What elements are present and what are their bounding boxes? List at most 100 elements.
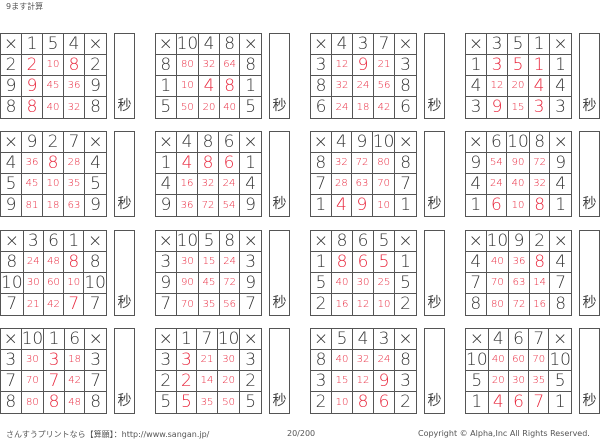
left-number: 8 (395, 350, 416, 371)
answer-cell: 14 (197, 371, 218, 392)
answer-cell: 30 (23, 273, 44, 294)
left-number: 8 (240, 55, 261, 76)
answer-cell: 10 (332, 392, 353, 413)
answer-cell: 2 (22, 55, 43, 76)
left-number: 3 (466, 97, 487, 118)
top-number: 6 (508, 329, 530, 350)
footer-site: さんすうプリントなら【算願】：http://www.sangan.jp/ (6, 430, 210, 439)
seconds-box: 秒 (424, 131, 445, 217)
answer-cell: 18 (64, 350, 86, 371)
top-number: 4 (488, 329, 509, 350)
answer-cell: 63 (64, 195, 85, 216)
worksheet-title: 9ます計算 (6, 2, 44, 11)
times-symbol: × (311, 329, 332, 350)
top-number: 6 (353, 231, 374, 252)
top-number: 1 (64, 231, 85, 252)
top-number: 1 (22, 34, 43, 55)
left-number: 1 (156, 76, 177, 97)
left-number: 9 (90, 195, 101, 215)
left-number: 3 (395, 55, 416, 76)
answer-cell: 6 (487, 195, 508, 216)
answer-cell: 24 (219, 174, 240, 195)
times-symbol: × (156, 34, 177, 55)
answer-cell: 90 (507, 153, 530, 174)
answer-cell: 5 (374, 252, 395, 273)
left-number: 3 (555, 97, 566, 117)
times-symbol: × (466, 231, 487, 252)
answer-cell: 21 (197, 350, 218, 371)
top-number: 10 (21, 328, 45, 350)
times-symbol: × (466, 132, 487, 153)
footer-copyright: Copyright © Alpha,Inc All Rights Reserve… (418, 429, 590, 438)
left-number: 8 (466, 294, 487, 315)
top-number: 5 (508, 34, 529, 55)
answer-cell: 30 (508, 371, 530, 392)
answer-cell: 8 (43, 153, 64, 174)
answer-cell: 60 (508, 350, 530, 371)
top-number: 4 (64, 34, 85, 55)
answer-cell: 20 (508, 76, 529, 97)
top-number: 6 (219, 132, 240, 153)
answer-cell: 3 (529, 97, 550, 118)
left-number: 8 (156, 55, 177, 76)
left-number: 5 (466, 371, 489, 392)
answer-cell: 56 (220, 294, 241, 315)
answer-cell: 35 (64, 174, 85, 195)
answer-cell: 64 (219, 55, 241, 76)
answer-cell: 72 (529, 153, 551, 174)
left-number: 2 (400, 294, 411, 314)
times-symbol: × (395, 231, 416, 252)
left-number: 5 (1, 174, 22, 195)
answer-cell: 5 (177, 392, 198, 413)
top-number: 8 (198, 132, 219, 153)
left-number: 8 (90, 97, 101, 117)
left-number: 8 (395, 153, 416, 174)
left-number: 5 (156, 97, 177, 118)
left-number: 9 (156, 195, 177, 216)
answer-cell: 32 (198, 174, 219, 195)
answer-cell: 40 (332, 273, 353, 294)
answer-cell: 42 (44, 294, 65, 315)
left-number: 1 (240, 76, 261, 97)
answer-cell: 10 (43, 55, 64, 76)
left-number: 7 (1, 371, 22, 392)
answer-cell: 6 (219, 153, 240, 174)
answer-cell: 15 (199, 252, 220, 273)
answer-cell: 10 (176, 76, 200, 97)
left-number: 2 (400, 392, 411, 412)
top-number: 9 (22, 132, 43, 153)
left-number: 4 (466, 174, 487, 195)
left-number: 1 (466, 55, 487, 76)
left-number: 9 (240, 273, 261, 294)
top-number: 7 (197, 329, 218, 350)
times-symbol: × (1, 132, 22, 153)
left-number: 7 (89, 294, 101, 314)
answer-cell: 9 (487, 97, 508, 118)
top-number: 7 (529, 329, 550, 350)
answer-cell: 4 (489, 392, 509, 413)
answer-cell: 8 (44, 392, 65, 413)
footer-page-number: 20/200 (287, 429, 316, 438)
left-number: 1 (554, 392, 566, 412)
left-number: 2 (311, 392, 332, 413)
top-number: 4 (177, 132, 198, 153)
times-symbol: × (395, 329, 416, 350)
left-number: 4 (156, 174, 177, 195)
answer-cell: 8 (64, 55, 85, 76)
answer-cell: 7 (529, 392, 550, 413)
left-number: 8 (311, 153, 332, 174)
left-number: 2 (156, 371, 177, 392)
top-number: 3 (487, 34, 508, 55)
answer-cell: 2 (176, 371, 198, 392)
times-symbol: × (466, 34, 487, 55)
top-number: 4 (199, 34, 220, 55)
answer-cell: 80 (176, 55, 200, 76)
left-number: 4 (1, 153, 22, 174)
left-number: 10 (549, 349, 571, 371)
left-number: 1 (395, 252, 416, 273)
